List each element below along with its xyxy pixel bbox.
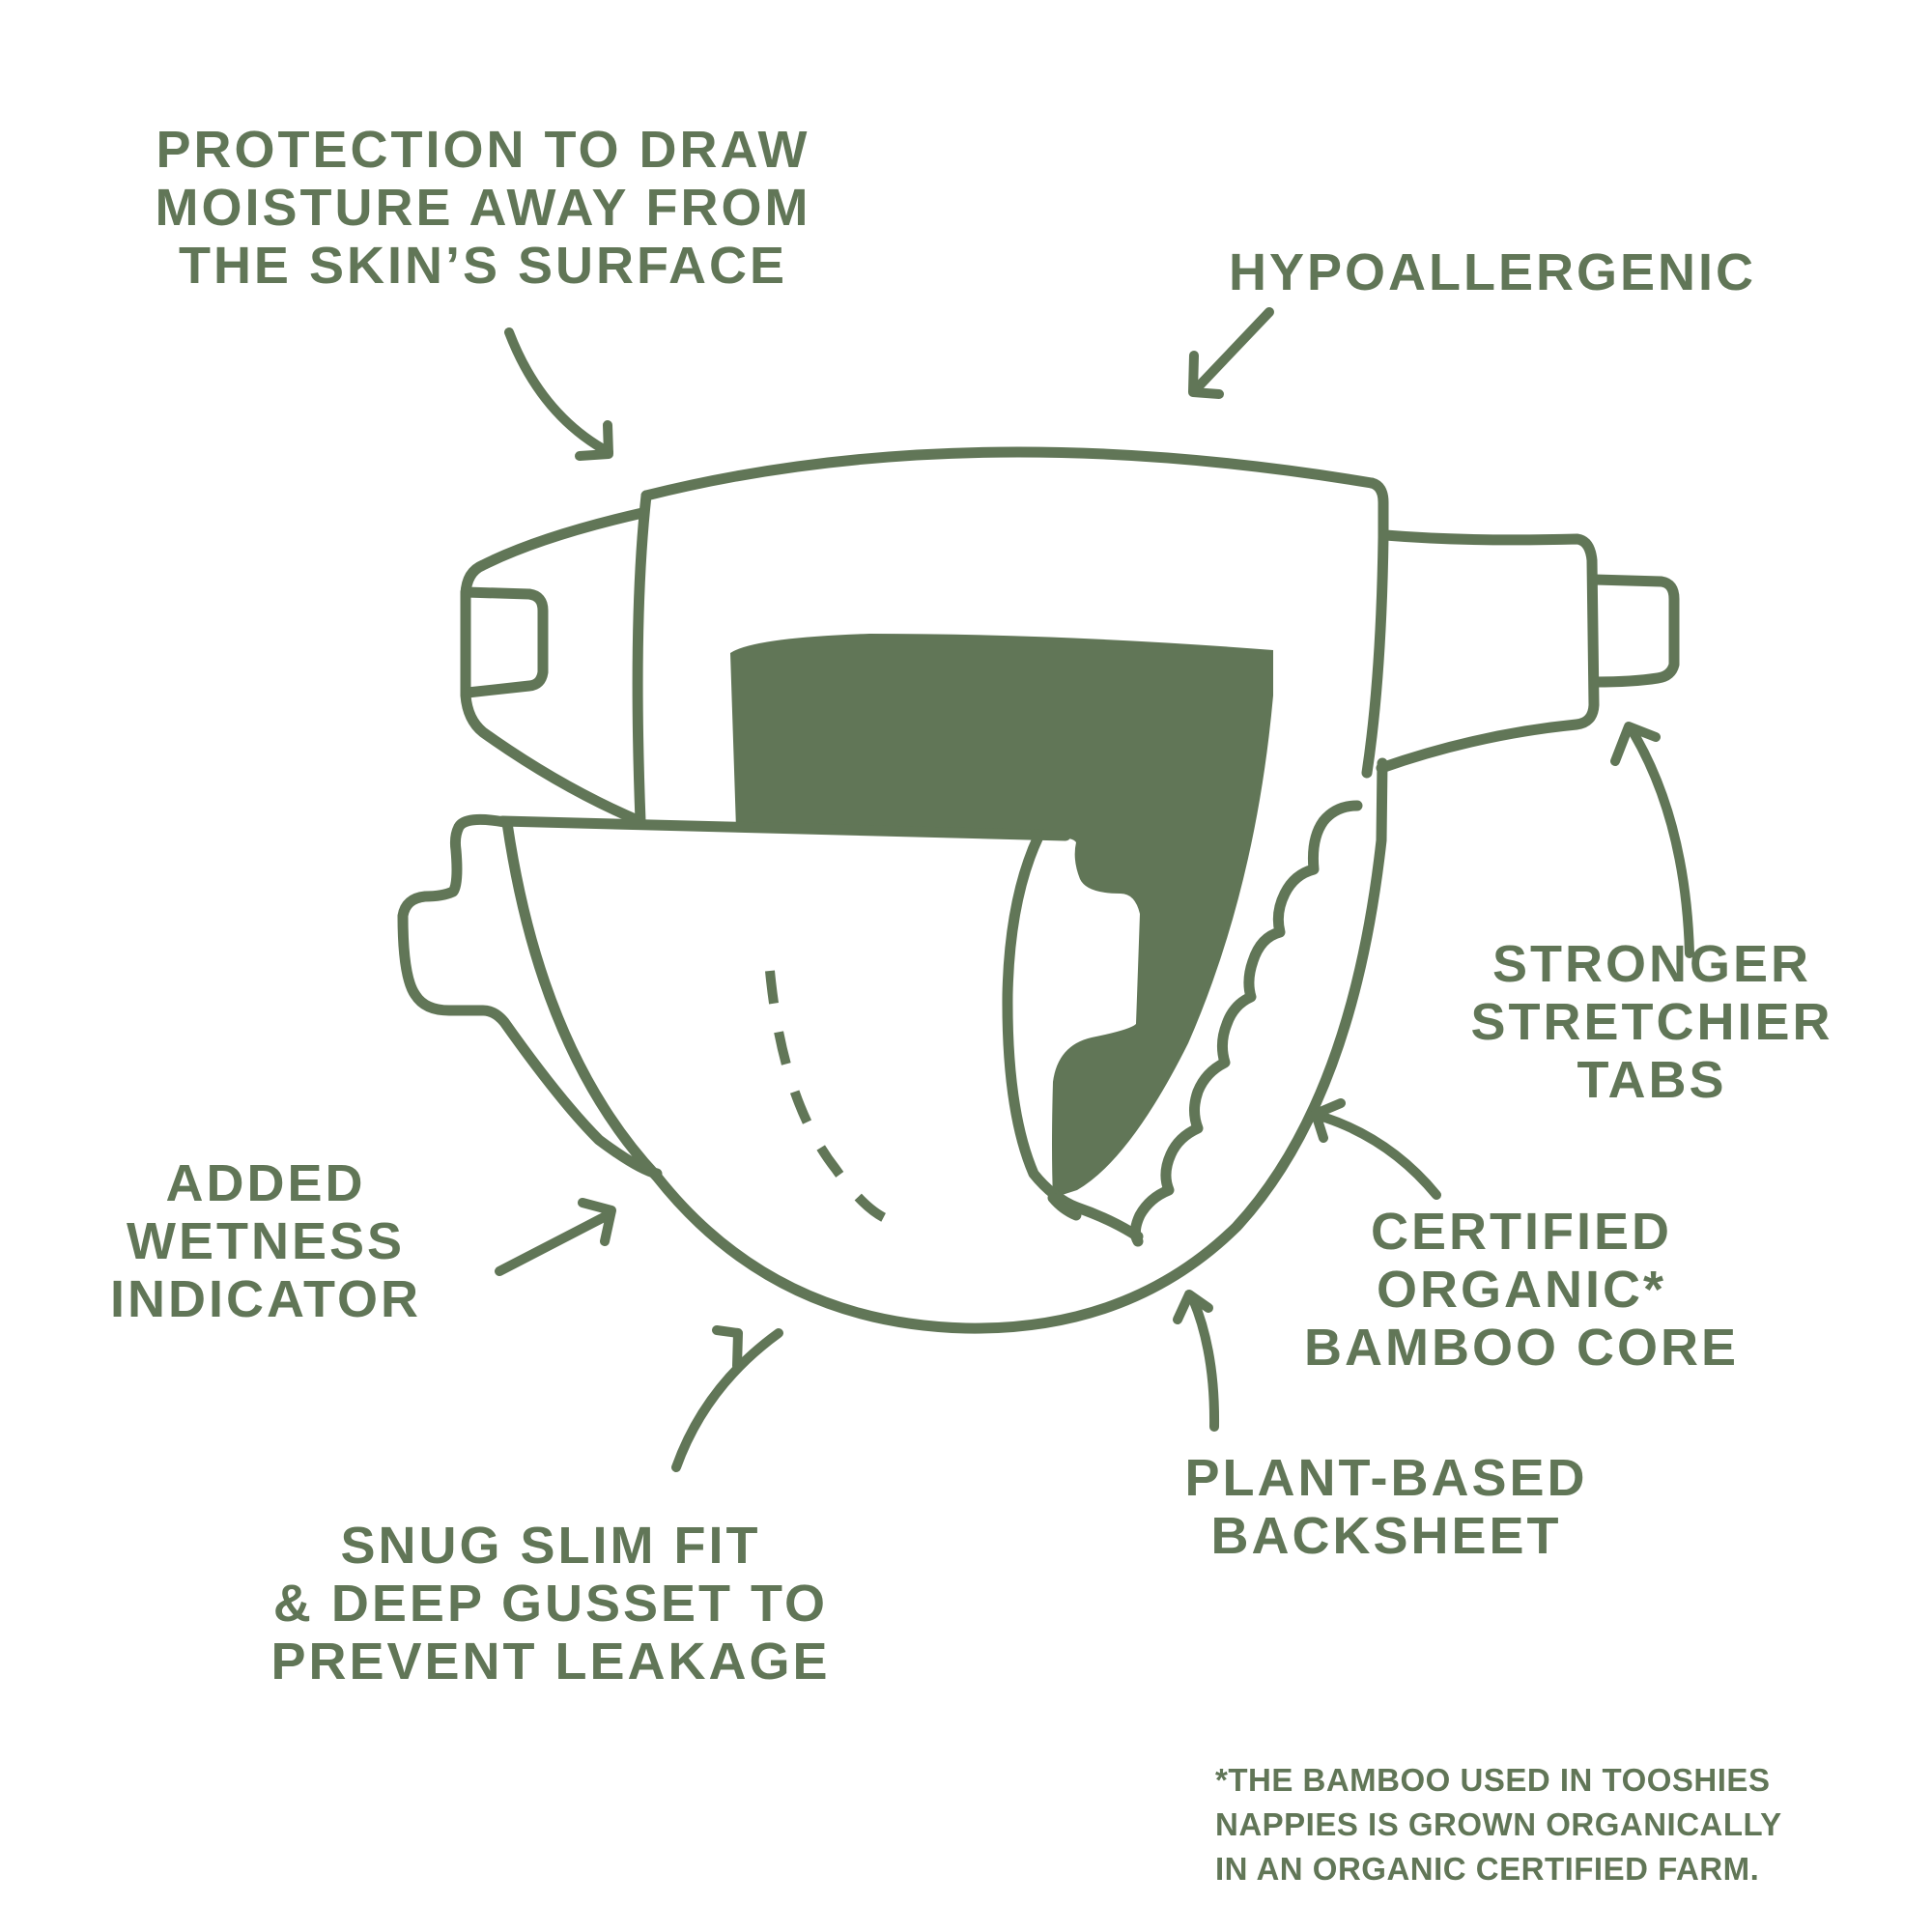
- callout-snug-fit: SNUG SLIM FIT & DEEP GUSSET TO PREVENT L…: [270, 1517, 831, 1690]
- footnote: *THE BAMBOO USED IN TOOSHIES NAPPIES IS …: [1215, 1762, 1782, 1887]
- front-flap: [397, 757, 1388, 1334]
- arrow-tabs-icon: [1610, 722, 1694, 958]
- arrow-hypoallergenic-icon: [1188, 307, 1274, 399]
- right-fastening-tab-icon: [1588, 574, 1680, 688]
- callout-stronger-tabs: STRONGER STRETCHIER TABS: [1470, 935, 1833, 1109]
- callout-hypoallergenic: HYPOALLERGENIC: [1228, 243, 1757, 301]
- callout-protection: PROTECTION TO DRAW MOISTURE AWAY FROM TH…: [155, 121, 811, 295]
- arrow-core-icon: [1311, 1098, 1441, 1200]
- arrow-protection-icon: [504, 327, 613, 461]
- callout-wetness-indicator: ADDED WETNESS INDICATOR: [110, 1154, 421, 1328]
- arrow-wetness-icon: [495, 1198, 616, 1276]
- scalloped-edge-icon: [1129, 800, 1363, 1247]
- callout-bamboo-core: CERTIFIED ORGANIC* BAMBOO CORE: [1304, 1203, 1739, 1377]
- right-wing: [1376, 529, 1680, 774]
- diaper-back-panel: [632, 446, 1389, 827]
- left-wing: [460, 507, 648, 827]
- callout-plant-based-backsheet: PLANT-BASED BACKSHEET: [1184, 1449, 1588, 1565]
- arrow-backsheet-icon: [1173, 1290, 1220, 1432]
- left-fastening-tab-icon: [460, 586, 549, 698]
- absorbent-core-shape: [730, 634, 1273, 1198]
- wetness-indicator-dashed-line: [765, 970, 898, 1227]
- arrow-fit-icon: [671, 1325, 783, 1472]
- inner-leg-cuff: [1002, 831, 1144, 1242]
